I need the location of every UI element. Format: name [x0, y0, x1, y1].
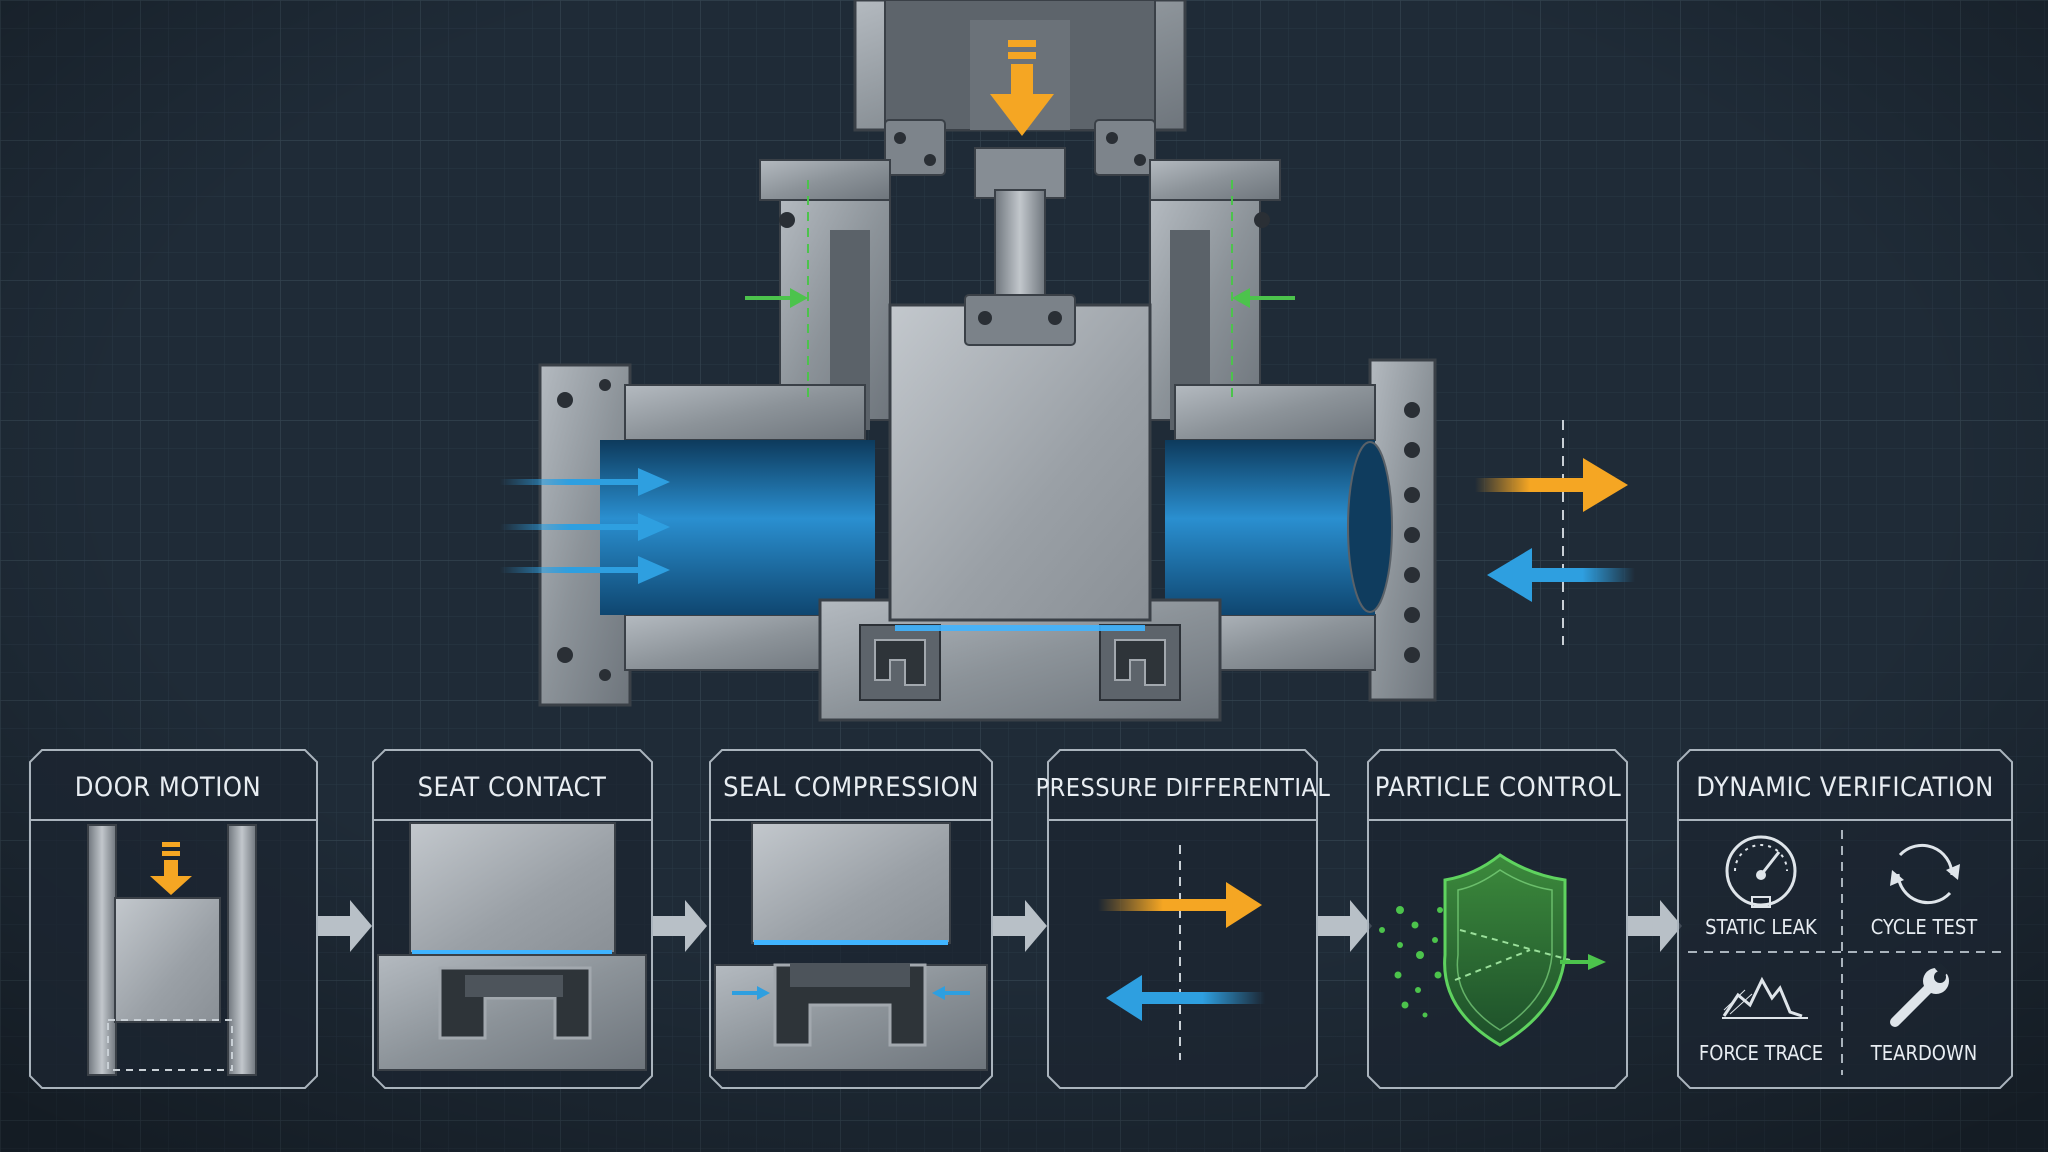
process-steps: DOOR MOTION SEAT CONTACT: [29, 749, 2013, 1089]
teardown-label: TEARDOWN: [1870, 1041, 1977, 1065]
seal-compression-icon: [714, 822, 988, 1071]
seat-contact-icon: [377, 822, 647, 1071]
door-motion-icon: [87, 824, 257, 1076]
force-trace-icon: [1722, 976, 1808, 1019]
step-panel-door-motion: DOOR MOTION: [29, 749, 318, 1089]
flow-arrow-5: [1628, 900, 1682, 952]
static-leak-label: STATIC LEAK: [1705, 915, 1818, 939]
flow-arrow-2: [653, 900, 707, 952]
force-trace-label: FORCE TRACE: [1699, 1041, 1823, 1065]
seal-groove-left: [859, 624, 941, 701]
cycle-test-label: CYCLE TEST: [1871, 915, 1979, 939]
step-panel-seal-compression: SEAL COMPRESSION: [709, 749, 993, 1089]
bore-right: [1165, 440, 1375, 615]
alignment-arrows-icon: [745, 288, 1295, 308]
step-title-pressure-differential: PRESSURE DIFFERENTIAL: [1036, 773, 1331, 802]
shield-icon: [1443, 853, 1606, 1047]
valve-cross-section: [538, 0, 1437, 722]
bonnet-flange-right: [1149, 159, 1281, 201]
step-panel-dynamic-verification: DYNAMIC VERIFICATION STATIC LEAK CYCLE T…: [1677, 749, 2013, 1089]
mount-block-right: [1094, 119, 1156, 176]
step-title-seal-compression: SEAL COMPRESSION: [723, 772, 979, 803]
bonnet-flange-left: [759, 159, 891, 201]
seat-glow: [895, 625, 1145, 631]
pressure-differential-icon: [1098, 845, 1265, 1060]
flow-arrow-1: [318, 900, 372, 952]
step-title-seat-contact: SEAT CONTACT: [418, 772, 607, 803]
step-panel-particle-control: PARTICLE CONTROL: [1367, 749, 1628, 1089]
wrench-icon: [1890, 962, 1950, 1027]
gauge-icon: [1725, 835, 1797, 908]
inflow-arrows-icon: [500, 468, 670, 584]
step-title-particle-control: PARTICLE CONTROL: [1375, 772, 1622, 803]
step-title-door-motion: DOOR MOTION: [75, 772, 261, 803]
outflow-orange-arrow-icon: [1475, 458, 1628, 512]
valve-stem: [994, 189, 1046, 306]
particles-icon: [1379, 906, 1443, 1018]
seal-groove-right: [1099, 624, 1181, 701]
flow-arrow-3: [993, 900, 1047, 952]
mount-block-left: [884, 119, 946, 176]
flow-arrow-4: [1318, 900, 1372, 952]
step-panel-pressure-differential: PRESSURE DIFFERENTIAL: [1036, 749, 1331, 1089]
step-title-dynamic-verification: DYNAMIC VERIFICATION: [1696, 772, 1994, 803]
step-panel-seat-contact: SEAT CONTACT: [372, 749, 653, 1089]
door-clamp: [964, 294, 1076, 346]
pipe-wall-top-right: [1174, 384, 1376, 441]
cycle-icon: [1890, 843, 1960, 905]
pipe-wall-top-left: [624, 384, 866, 441]
actuator-down-arrow-icon: [990, 40, 1054, 136]
valve-door: [888, 303, 1152, 622]
backflow-blue-arrow-icon: [1487, 548, 1635, 602]
